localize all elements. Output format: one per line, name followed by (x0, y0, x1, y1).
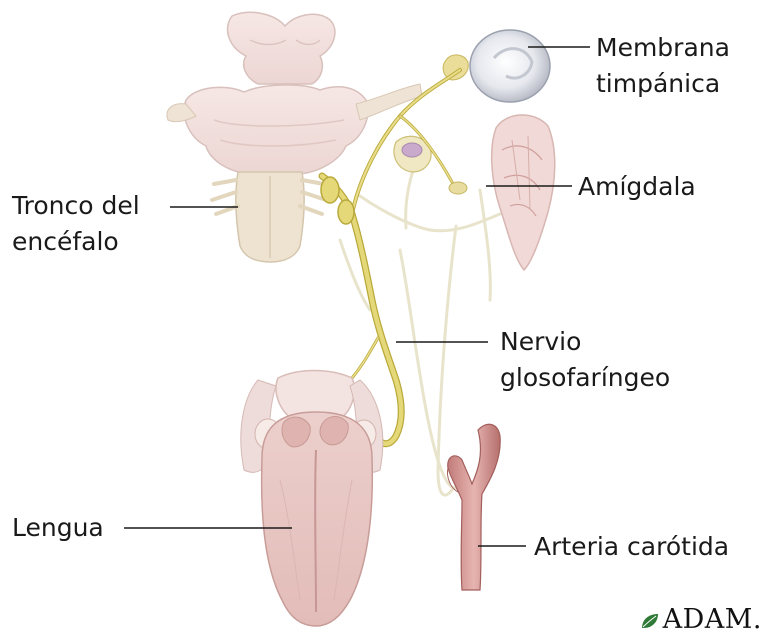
label-membrana-line1: Membrana (596, 32, 730, 63)
tongue (241, 371, 383, 627)
leaf-icon (640, 612, 660, 630)
adam-logo: ADAM. (640, 604, 762, 635)
logo-text: ADAM. (663, 604, 762, 635)
tympanic-membrane (443, 30, 550, 102)
carotid-artery (447, 424, 500, 590)
label-lengua: Lengua (12, 512, 104, 543)
label-tronco-line2: encéfalo (12, 226, 119, 257)
label-membrana-line2: timpánica (596, 68, 720, 99)
label-arteria: Arteria carótida (534, 531, 729, 562)
label-tronco-line1: Tronco del (12, 190, 140, 221)
label-nervio-line2: glosofaríngeo (500, 362, 670, 393)
label-nervio-line1: Nervio (500, 326, 581, 357)
tonsil (449, 115, 555, 270)
label-amigdala: Amígdala (578, 171, 696, 202)
